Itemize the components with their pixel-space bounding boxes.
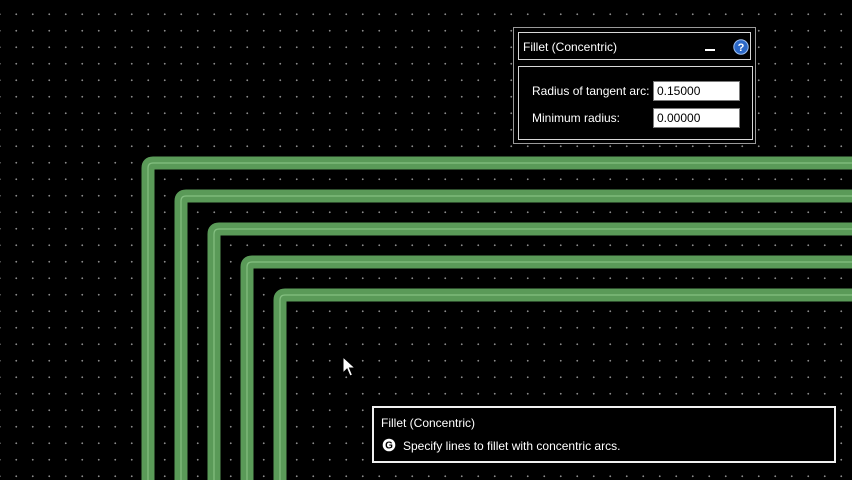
trace-1-centerline [147, 162, 852, 480]
trace-5-centerline [279, 294, 852, 480]
mouse-cursor-icon [342, 356, 356, 377]
radius-input[interactable] [653, 81, 740, 101]
panel-header: Fillet (Concentric) ? [518, 32, 751, 60]
minimize-icon[interactable] [703, 40, 717, 54]
trace-3-centerline [213, 228, 852, 480]
trace-2-centerline [180, 195, 852, 480]
prompt-title: Fillet (Concentric) [381, 416, 476, 430]
panel-title: Fillet (Concentric) [523, 40, 618, 54]
svg-text:G: G [385, 441, 393, 452]
command-g-icon: G [382, 438, 396, 452]
minimum-radius-label: Minimum radius: [532, 111, 621, 125]
fillet-panel: Fillet (Concentric) ? Radius of tangent … [513, 27, 756, 144]
command-prompt: Fillet (Concentric) G Specify lines to f… [372, 406, 836, 463]
radius-label: Radius of tangent arc: [532, 84, 650, 98]
trace-4-centerline [246, 261, 852, 480]
minimum-radius-input[interactable] [653, 108, 740, 128]
help-icon[interactable]: ? [733, 39, 749, 55]
prompt-message: Specify lines to fillet with concentric … [403, 439, 621, 453]
svg-text:?: ? [738, 42, 745, 54]
panel-body: Radius of tangent arc: Minimum radius: [518, 66, 753, 140]
